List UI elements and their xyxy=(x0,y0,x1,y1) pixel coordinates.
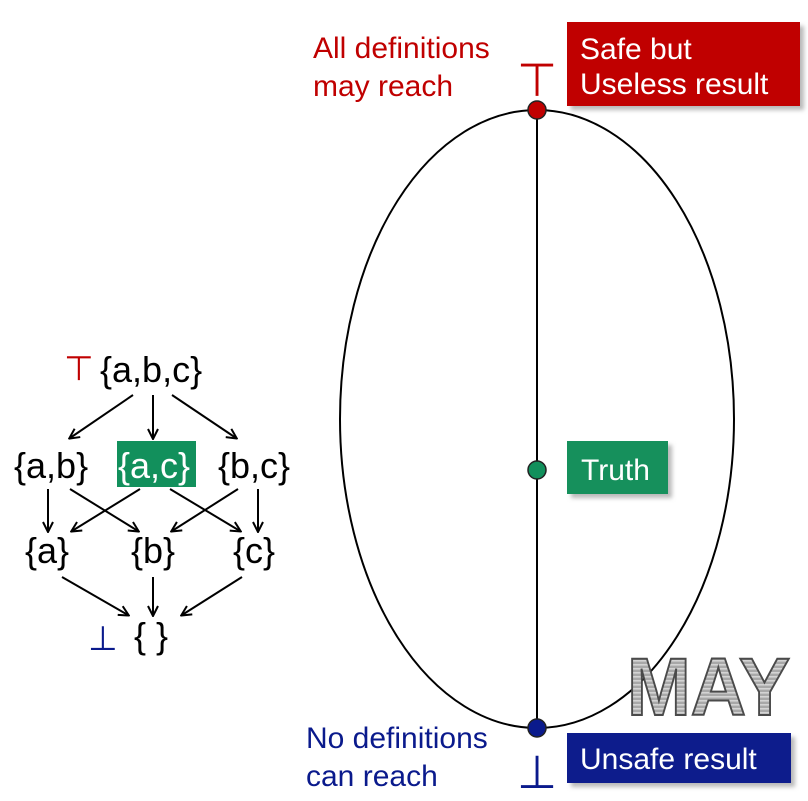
bottom-label-line2: can reach xyxy=(306,760,438,793)
top-point xyxy=(527,100,547,120)
lattice-node-bc: {b,c} xyxy=(218,445,290,486)
lattice-arrow xyxy=(172,488,239,531)
safe-useless-line2: Useless result xyxy=(580,68,769,101)
lattice-arrow xyxy=(182,576,243,615)
bottom-label-line1: No definitions xyxy=(306,722,488,755)
safe-useless-box: Safe but Useless result xyxy=(567,22,800,106)
lattice-arrow xyxy=(61,576,128,615)
bottom-point xyxy=(527,718,547,738)
lattice-arrow xyxy=(171,394,236,438)
lattice-node-ab: {a,b} xyxy=(14,445,88,486)
safe-useless-line1: Safe but xyxy=(580,33,692,66)
unsafe-label: Unsafe result xyxy=(580,743,757,776)
lattice-top-symbol: ⊤ xyxy=(64,349,94,389)
truth-point xyxy=(527,460,547,480)
may-watermark: MAY xyxy=(627,642,790,733)
lattice-node-c: {c} xyxy=(233,530,275,571)
lattice-node-ac: {a,c} xyxy=(118,445,190,486)
unsafe-box: Unsafe result xyxy=(567,733,791,783)
truth-label: Truth xyxy=(581,454,650,487)
lattice-node-empty: { } xyxy=(134,615,168,656)
lattice-arrow xyxy=(69,488,138,531)
ellipse-top-symbol: ⊤ xyxy=(517,53,557,107)
truth-box: Truth xyxy=(567,441,668,494)
lattice-highlight-box xyxy=(117,441,196,487)
top-label-line1: All definitions xyxy=(313,32,490,65)
lattice-arrow xyxy=(70,394,134,438)
lattice-bottom-symbol: ⊥ xyxy=(88,619,118,659)
lattice-arrow xyxy=(72,488,141,531)
lattice-node-a: {a} xyxy=(25,530,69,571)
solution-space: ⊤ ⊥ All definitions may reach No definit… xyxy=(306,22,800,799)
lattice-node-b: {b} xyxy=(131,530,175,571)
ellipse-bottom-symbol: ⊥ xyxy=(517,745,557,799)
lattice-node-abc: {a,b,c} xyxy=(100,349,202,390)
top-label-line2: may reach xyxy=(313,70,453,103)
lattice: ⊤ {a,b,c} {a,b} {a,c} {b,c} {a} {b} {c} … xyxy=(14,349,290,659)
